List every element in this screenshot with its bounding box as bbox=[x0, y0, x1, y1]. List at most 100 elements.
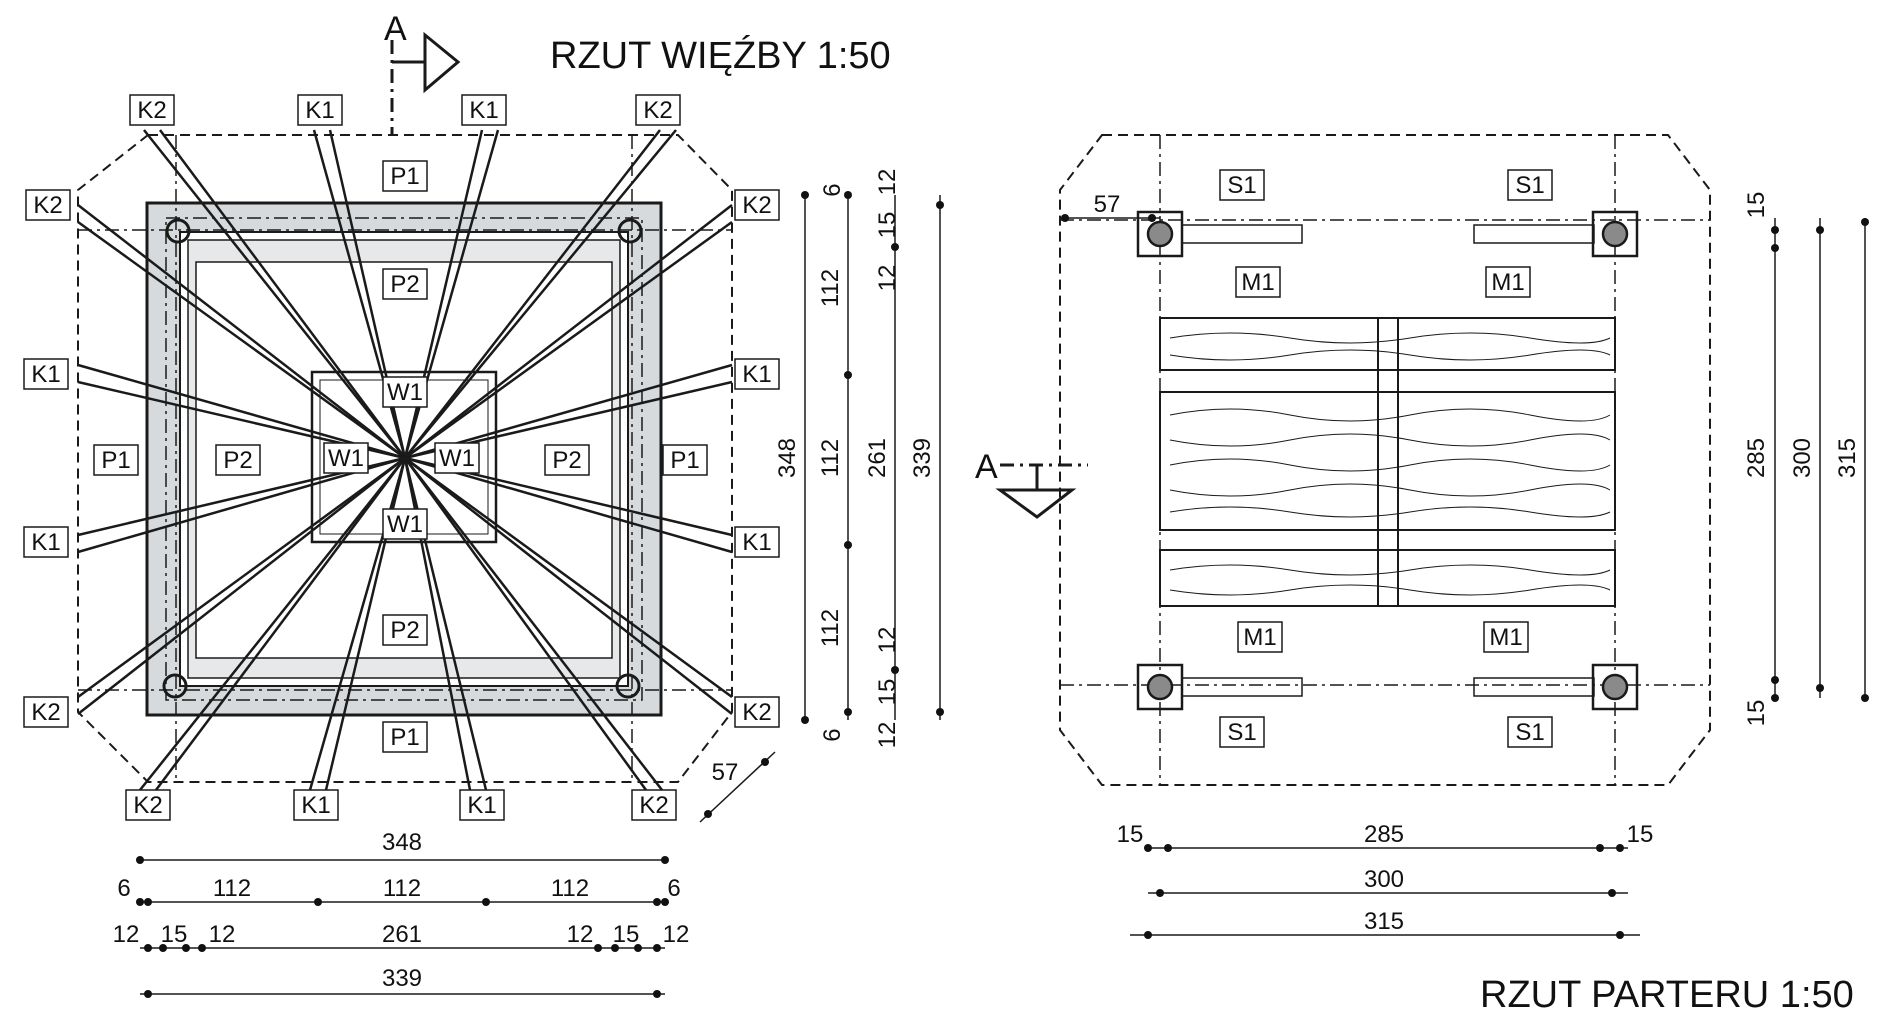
dimension-label: 261 bbox=[382, 921, 422, 948]
dimension-label: 15 bbox=[874, 679, 901, 706]
dimension-label: 112 bbox=[213, 875, 251, 902]
dimension-label: 261 bbox=[864, 438, 891, 478]
dimension-tick bbox=[144, 898, 152, 906]
svg-text:K2: K2 bbox=[137, 97, 166, 124]
dimension-label: 12 bbox=[874, 722, 901, 749]
dimension-tick bbox=[314, 898, 322, 906]
label-w1: W1 bbox=[434, 442, 480, 474]
label-s1: S1 bbox=[1219, 169, 1265, 201]
label-k1: K1 bbox=[293, 789, 339, 821]
svg-text:P1: P1 bbox=[390, 724, 419, 751]
dimension-label: 6 bbox=[667, 875, 680, 902]
dimension-label: 339 bbox=[909, 438, 936, 478]
dimension-label: 6 bbox=[819, 183, 846, 196]
svg-text:P1: P1 bbox=[390, 163, 419, 190]
label-p1: P1 bbox=[662, 444, 708, 476]
dimension-tick bbox=[1061, 214, 1069, 222]
dimension-tick bbox=[1144, 844, 1152, 852]
dimension-label: 112 bbox=[551, 875, 589, 902]
dimension-label: 12 bbox=[113, 921, 140, 948]
label-p2: P2 bbox=[215, 444, 261, 476]
dimension-label: 12 bbox=[874, 169, 901, 196]
roof-plan: RZUT WIĘŹBY 1:50 A bbox=[77, 10, 891, 791]
dimension-label: 12 bbox=[874, 627, 901, 654]
dimension-tick bbox=[1164, 844, 1172, 852]
dimension-tick bbox=[1771, 244, 1779, 252]
ground-plan-title: RZUT PARTERU 1:50 bbox=[1480, 974, 1854, 1014]
dimension-label: 112 bbox=[817, 439, 844, 477]
dimension-label: 15 bbox=[161, 921, 188, 948]
label-k1: K1 bbox=[297, 94, 343, 126]
svg-text:K2: K2 bbox=[742, 699, 771, 726]
svg-text:K1: K1 bbox=[742, 361, 771, 388]
svg-text:P1: P1 bbox=[670, 447, 699, 474]
dimension-label: 285 bbox=[1364, 821, 1404, 848]
dimension-tick bbox=[634, 944, 642, 952]
dimension-tick bbox=[1816, 684, 1824, 692]
svg-text:K1: K1 bbox=[467, 792, 496, 819]
dimension-tick bbox=[844, 371, 852, 379]
label-k2: K2 bbox=[129, 94, 175, 126]
table bbox=[1159, 317, 1616, 607]
dimension-tick bbox=[1816, 226, 1824, 234]
label-k1: K1 bbox=[461, 94, 507, 126]
dimension-tick bbox=[1608, 889, 1616, 897]
svg-text:S1: S1 bbox=[1227, 719, 1256, 746]
label-p1: P1 bbox=[382, 721, 428, 753]
dimension-tick bbox=[136, 898, 144, 906]
dimension-label: 12 bbox=[663, 921, 690, 948]
dimension-label: 6 bbox=[117, 875, 130, 902]
roof-plan-title: RZUT WIĘŹBY 1:50 bbox=[550, 34, 891, 77]
dimension-tick bbox=[1144, 931, 1152, 939]
dimension-tick bbox=[1771, 226, 1779, 234]
svg-text:W1: W1 bbox=[387, 379, 423, 406]
label-w1: W1 bbox=[382, 376, 428, 408]
dimension-tick bbox=[1616, 844, 1624, 852]
dimension-tick bbox=[653, 990, 661, 998]
label-m1: M1 bbox=[1485, 266, 1531, 298]
label-s1: S1 bbox=[1219, 716, 1265, 748]
dimension-label: 348 bbox=[382, 829, 422, 856]
dimension-label: 315 bbox=[1834, 438, 1861, 478]
label-s1: S1 bbox=[1507, 716, 1553, 748]
dimension-label: 12 bbox=[567, 921, 594, 948]
label-m1: M1 bbox=[1235, 266, 1281, 298]
dimension-tick bbox=[801, 191, 809, 199]
dimension-tick bbox=[1771, 694, 1779, 702]
svg-text:M1: M1 bbox=[1489, 624, 1522, 651]
dimension-label: 15 bbox=[874, 212, 901, 239]
dimension-tick bbox=[144, 990, 152, 998]
section-mark-top: A bbox=[384, 10, 461, 135]
dimension-tick bbox=[1861, 694, 1869, 702]
svg-text:P2: P2 bbox=[223, 447, 252, 474]
svg-text:K2: K2 bbox=[33, 192, 62, 219]
label-s1: S1 bbox=[1507, 169, 1553, 201]
svg-text:P2: P2 bbox=[552, 447, 581, 474]
dimension-tick bbox=[1861, 218, 1869, 226]
dimension-tick bbox=[1156, 889, 1164, 897]
dimension-tick bbox=[704, 810, 712, 818]
dimension-tick bbox=[761, 758, 769, 766]
label-k2: K2 bbox=[734, 189, 780, 221]
svg-text:S1: S1 bbox=[1227, 172, 1256, 199]
svg-text:K2: K2 bbox=[639, 792, 668, 819]
svg-text:A: A bbox=[384, 10, 407, 48]
dimension-tick bbox=[891, 243, 899, 251]
ground-plan: RZUT PARTERU 1:50 A bbox=[975, 134, 1854, 1014]
dimension-tick bbox=[936, 201, 944, 209]
label-p2: P2 bbox=[382, 614, 428, 646]
label-w1: W1 bbox=[382, 508, 428, 540]
dimension-tick bbox=[159, 944, 167, 952]
section-mark-left: A bbox=[975, 448, 1088, 519]
dimension-label: 12 bbox=[874, 265, 901, 292]
label-k2: K2 bbox=[23, 696, 69, 728]
dimension-label: 112 bbox=[817, 609, 844, 647]
roof-outline bbox=[77, 134, 733, 783]
dimension-label: 15 bbox=[613, 921, 640, 948]
dimension-label: 315 bbox=[1364, 908, 1404, 935]
dimension-label: 339 bbox=[382, 965, 422, 992]
dimension-label: 112 bbox=[383, 875, 421, 902]
dimension-tick bbox=[198, 944, 206, 952]
